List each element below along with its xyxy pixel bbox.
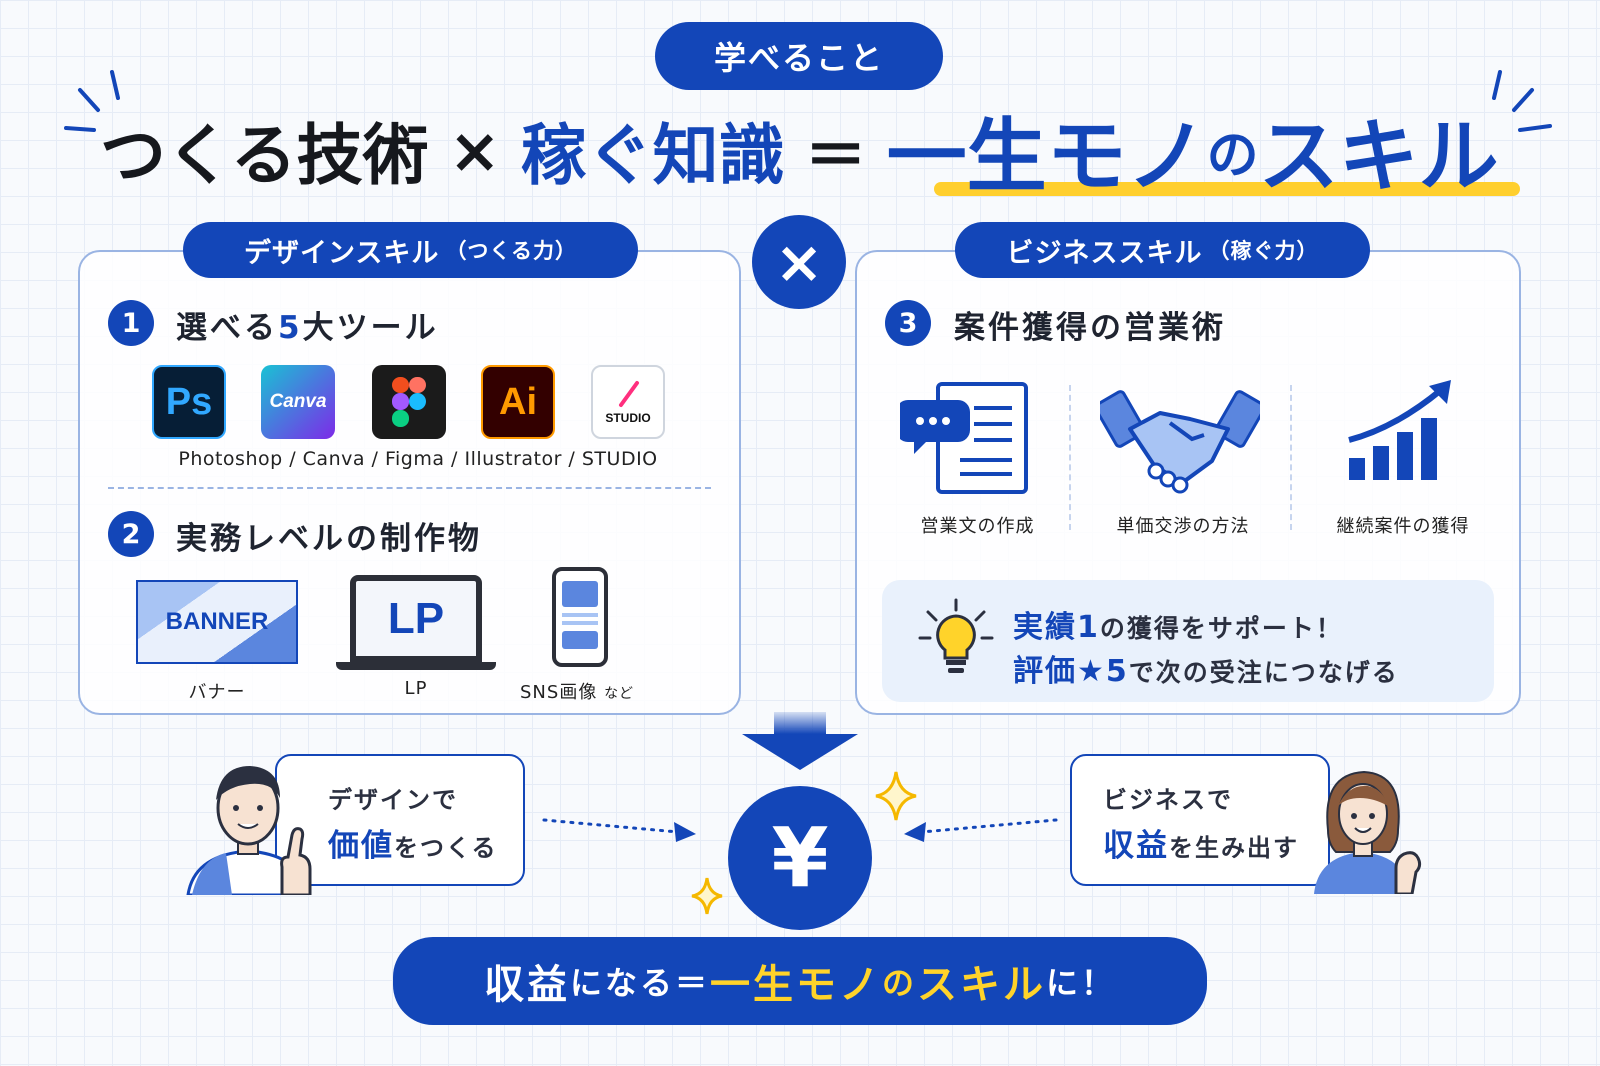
woman-avatar-icon — [1314, 770, 1422, 894]
step-1-title-pre: 選べる — [176, 310, 278, 346]
tools-caption: Photoshop / Canva / Figma / Illustrator … — [178, 448, 658, 470]
laptop-illustration: LP — [350, 575, 482, 662]
laptop-base — [336, 662, 496, 670]
left-dotted-arrow-icon — [542, 818, 696, 842]
yen-circle: ¥ — [728, 786, 872, 930]
support-tip-box — [882, 580, 1494, 702]
step-3-badge: 3 — [885, 300, 931, 346]
tip-line-1: 実績1の獲得をサポート！ — [1013, 602, 1343, 646]
headline-underline — [934, 182, 1520, 196]
business-skill-pill-label: ビジネススキル — [1006, 237, 1203, 269]
business-item-2: 単価交渉の方法 — [1116, 516, 1250, 537]
illustrator-label: Ai — [499, 380, 537, 423]
headline-equals: ＝ — [804, 119, 867, 192]
business-bubble-line2: 収益を生み出す — [1103, 820, 1299, 865]
design-bubble-bold: 価値 — [328, 828, 394, 864]
step-2-title: 実務レベルの制作物 — [176, 521, 482, 557]
headline: つくる技術 × 稼ぐ知識 ＝ 一生モノ の スキル — [100, 100, 1520, 203]
design-bubble-line1: デザインで — [328, 786, 458, 814]
work-caption-suffix: など — [604, 686, 635, 702]
item-divider-1 — [1069, 385, 1071, 530]
work-caption-sns: SNS画像 など — [520, 678, 670, 704]
step-1-title-num: 5 — [278, 310, 303, 346]
banner-illustration: BANNER — [136, 580, 298, 664]
burst-right-icon — [1492, 70, 1552, 132]
conclusion-part4: の — [881, 964, 917, 1002]
lightbulb-icon — [918, 598, 994, 673]
tip-line-1-rest: の獲得をサポート！ — [1099, 614, 1343, 643]
canva-label: Canva — [269, 391, 327, 412]
tip-line-1-bold: 実績1 — [1013, 610, 1100, 645]
studio-label: STUDIO — [605, 411, 651, 425]
photoshop-label: Ps — [165, 380, 213, 423]
design-bubble — [275, 754, 525, 886]
design-skill-pill-sub: （つくる力） — [445, 239, 578, 263]
phone-illustration — [552, 567, 608, 667]
banner-text: BANNER — [165, 608, 269, 635]
design-bubble-line2: 価値をつくる — [328, 820, 498, 865]
conclusion-part5: スキル — [917, 962, 1046, 1008]
down-arrow-icon — [742, 712, 858, 770]
business-skill-pill-sub: （稼ぐ力） — [1208, 239, 1319, 263]
business-bubble-line1: ビジネスで — [1103, 786, 1233, 814]
business-item-1: 営業文の作成 — [920, 516, 1035, 537]
design-skill-pill-label: デザインスキル — [243, 237, 440, 269]
headline-times: × — [448, 113, 501, 187]
conclusion-banner: 収益になる＝一生モノのスキルに！ — [393, 937, 1207, 1025]
handshake-icon — [1100, 390, 1260, 494]
conclusion-part3: 一生モノ — [709, 962, 882, 1008]
work-caption-lp: LP — [404, 678, 428, 699]
business-skill-pill: ビジネススキル（稼ぐ力） — [955, 222, 1370, 278]
headline-part1: つくる技術 — [100, 117, 429, 194]
sparkle-small-icon — [691, 877, 723, 915]
document-chat-icon — [900, 382, 1028, 494]
headline-part3b: の — [1206, 125, 1259, 186]
section-divider — [108, 487, 711, 489]
conclusion-part6: に！ — [1046, 964, 1117, 1002]
tip-line-2: 評価★5で次の受注につなげる — [1013, 646, 1399, 690]
item-divider-2 — [1290, 385, 1292, 530]
work-caption-banner: バナー — [188, 682, 246, 703]
work-caption-sns-label: SNS画像 — [520, 682, 598, 703]
figma-icon — [372, 365, 446, 439]
conclusion-part2: になる＝ — [569, 964, 710, 1002]
headline-part3c: スキル — [1258, 110, 1499, 203]
tip-line-2-bold: 評価★5 — [1013, 654, 1129, 689]
sparkle-icon — [875, 771, 917, 821]
headline-part2: 稼ぐ知識 — [520, 117, 785, 194]
man-avatar-icon — [186, 766, 312, 895]
lp-screen-text: LP — [387, 593, 445, 643]
design-bubble-rest: をつくる — [394, 834, 498, 862]
photoshop-icon: Ps — [152, 365, 226, 439]
studio-icon: STUDIO — [591, 365, 665, 439]
canva-icon: Canva — [261, 365, 335, 439]
section-tag: 学べること — [655, 22, 943, 90]
step-1-title: 選べる5大ツール — [176, 302, 439, 347]
headline-part3a: 一生モノ — [886, 110, 1207, 203]
business-bubble-rest: を生み出す — [1169, 834, 1299, 862]
business-bubble-bold: 収益 — [1103, 828, 1169, 864]
illustrator-icon: Ai — [481, 365, 555, 439]
step-1-title-post: 大ツール — [302, 310, 439, 346]
multiply-circle: × — [752, 215, 846, 309]
tip-line-2-rest: で次の受注につなげる — [1128, 658, 1399, 687]
growth-chart-icon — [1348, 380, 1451, 480]
right-dotted-arrow-icon — [904, 818, 1058, 842]
step-3-title: 案件獲得の営業術 — [954, 310, 1226, 346]
business-item-3: 継続案件の獲得 — [1336, 516, 1470, 537]
burst-left-icon — [64, 70, 120, 132]
step-1-badge: 1 — [108, 300, 154, 346]
design-skill-pill: デザインスキル（つくる力） — [183, 222, 638, 278]
step-2-badge: 2 — [108, 511, 154, 557]
conclusion-part1: 収益 — [483, 962, 570, 1008]
